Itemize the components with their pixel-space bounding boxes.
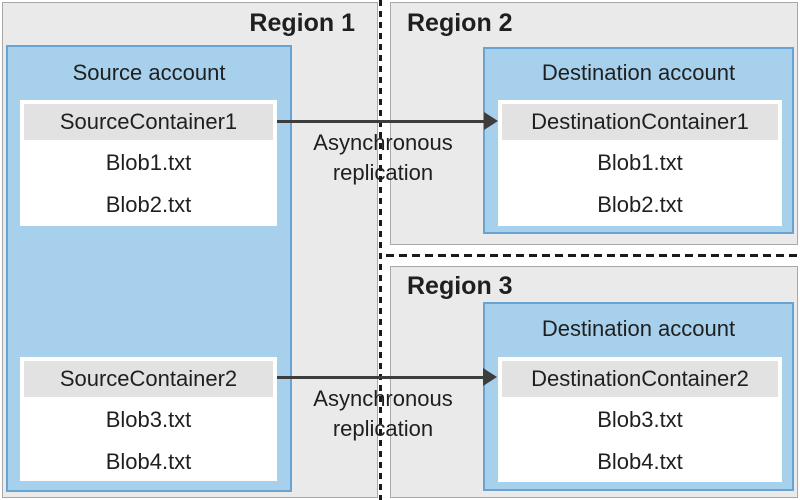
destination-container-1-box: DestinationContainer1 Blob1.txt Blob2.tx… xyxy=(498,100,782,226)
arrow-line xyxy=(277,376,484,379)
blob-item: Blob4.txt xyxy=(597,449,683,474)
arrow-head-icon xyxy=(484,112,498,130)
blob-item: Blob1.txt xyxy=(597,150,683,175)
destination-container-2-blob-list: Blob3.txt Blob4.txt xyxy=(502,399,778,483)
replication-label-line: Asynchronous xyxy=(313,130,453,155)
region-1-title: Region 1 xyxy=(249,9,355,37)
destination-container-1-blob-list: Blob1.txt Blob2.txt xyxy=(502,142,778,226)
replication-label-2: Asynchronous replication xyxy=(293,384,473,444)
replication-label-1: Asynchronous replication xyxy=(293,128,473,188)
arrow-head-icon xyxy=(483,368,497,386)
source-container-2-box: SourceContainer2 Blob3.txt Blob4.txt xyxy=(20,357,277,481)
blob-item: Blob3.txt xyxy=(105,407,192,432)
source-container-2-blob-list: Blob3.txt Blob4.txt xyxy=(24,399,273,483)
replication-label-line: replication xyxy=(332,416,434,441)
destination-container-2-header: DestinationContainer2 xyxy=(502,361,778,397)
destination-account-2-title: Destination account xyxy=(541,316,736,341)
region-divider-vertical-dashed-line xyxy=(379,0,382,500)
region-divider-horizontal-dashed-line xyxy=(386,254,800,257)
blob-item: Blob4.txt xyxy=(105,449,192,474)
region-2-title: Region 2 xyxy=(407,9,513,37)
source-container-1-blob-list: Blob1.txt Blob2.txt xyxy=(24,142,273,226)
arrow-line xyxy=(277,120,485,123)
destination-container-2-box: DestinationContainer2 Blob3.txt Blob4.tx… xyxy=(498,357,782,482)
replication-label-line: replication xyxy=(332,160,434,185)
blob-item: Blob3.txt xyxy=(597,407,683,432)
region-3-title: Region 3 xyxy=(407,272,513,300)
source-container-1-box: SourceContainer1 Blob1.txt Blob2.txt xyxy=(20,100,277,226)
source-container-1-header: SourceContainer1 xyxy=(24,104,273,140)
destination-account-1-title: Destination account xyxy=(541,60,736,85)
source-container-2-header: SourceContainer2 xyxy=(24,361,273,397)
blob-item: Blob2.txt xyxy=(105,192,192,217)
source-account-title: Source account xyxy=(72,60,226,85)
replication-label-line: Asynchronous xyxy=(313,386,453,411)
blob-item: Blob2.txt xyxy=(597,192,683,217)
blob-item: Blob1.txt xyxy=(105,150,192,175)
destination-container-1-header: DestinationContainer1 xyxy=(502,104,778,140)
